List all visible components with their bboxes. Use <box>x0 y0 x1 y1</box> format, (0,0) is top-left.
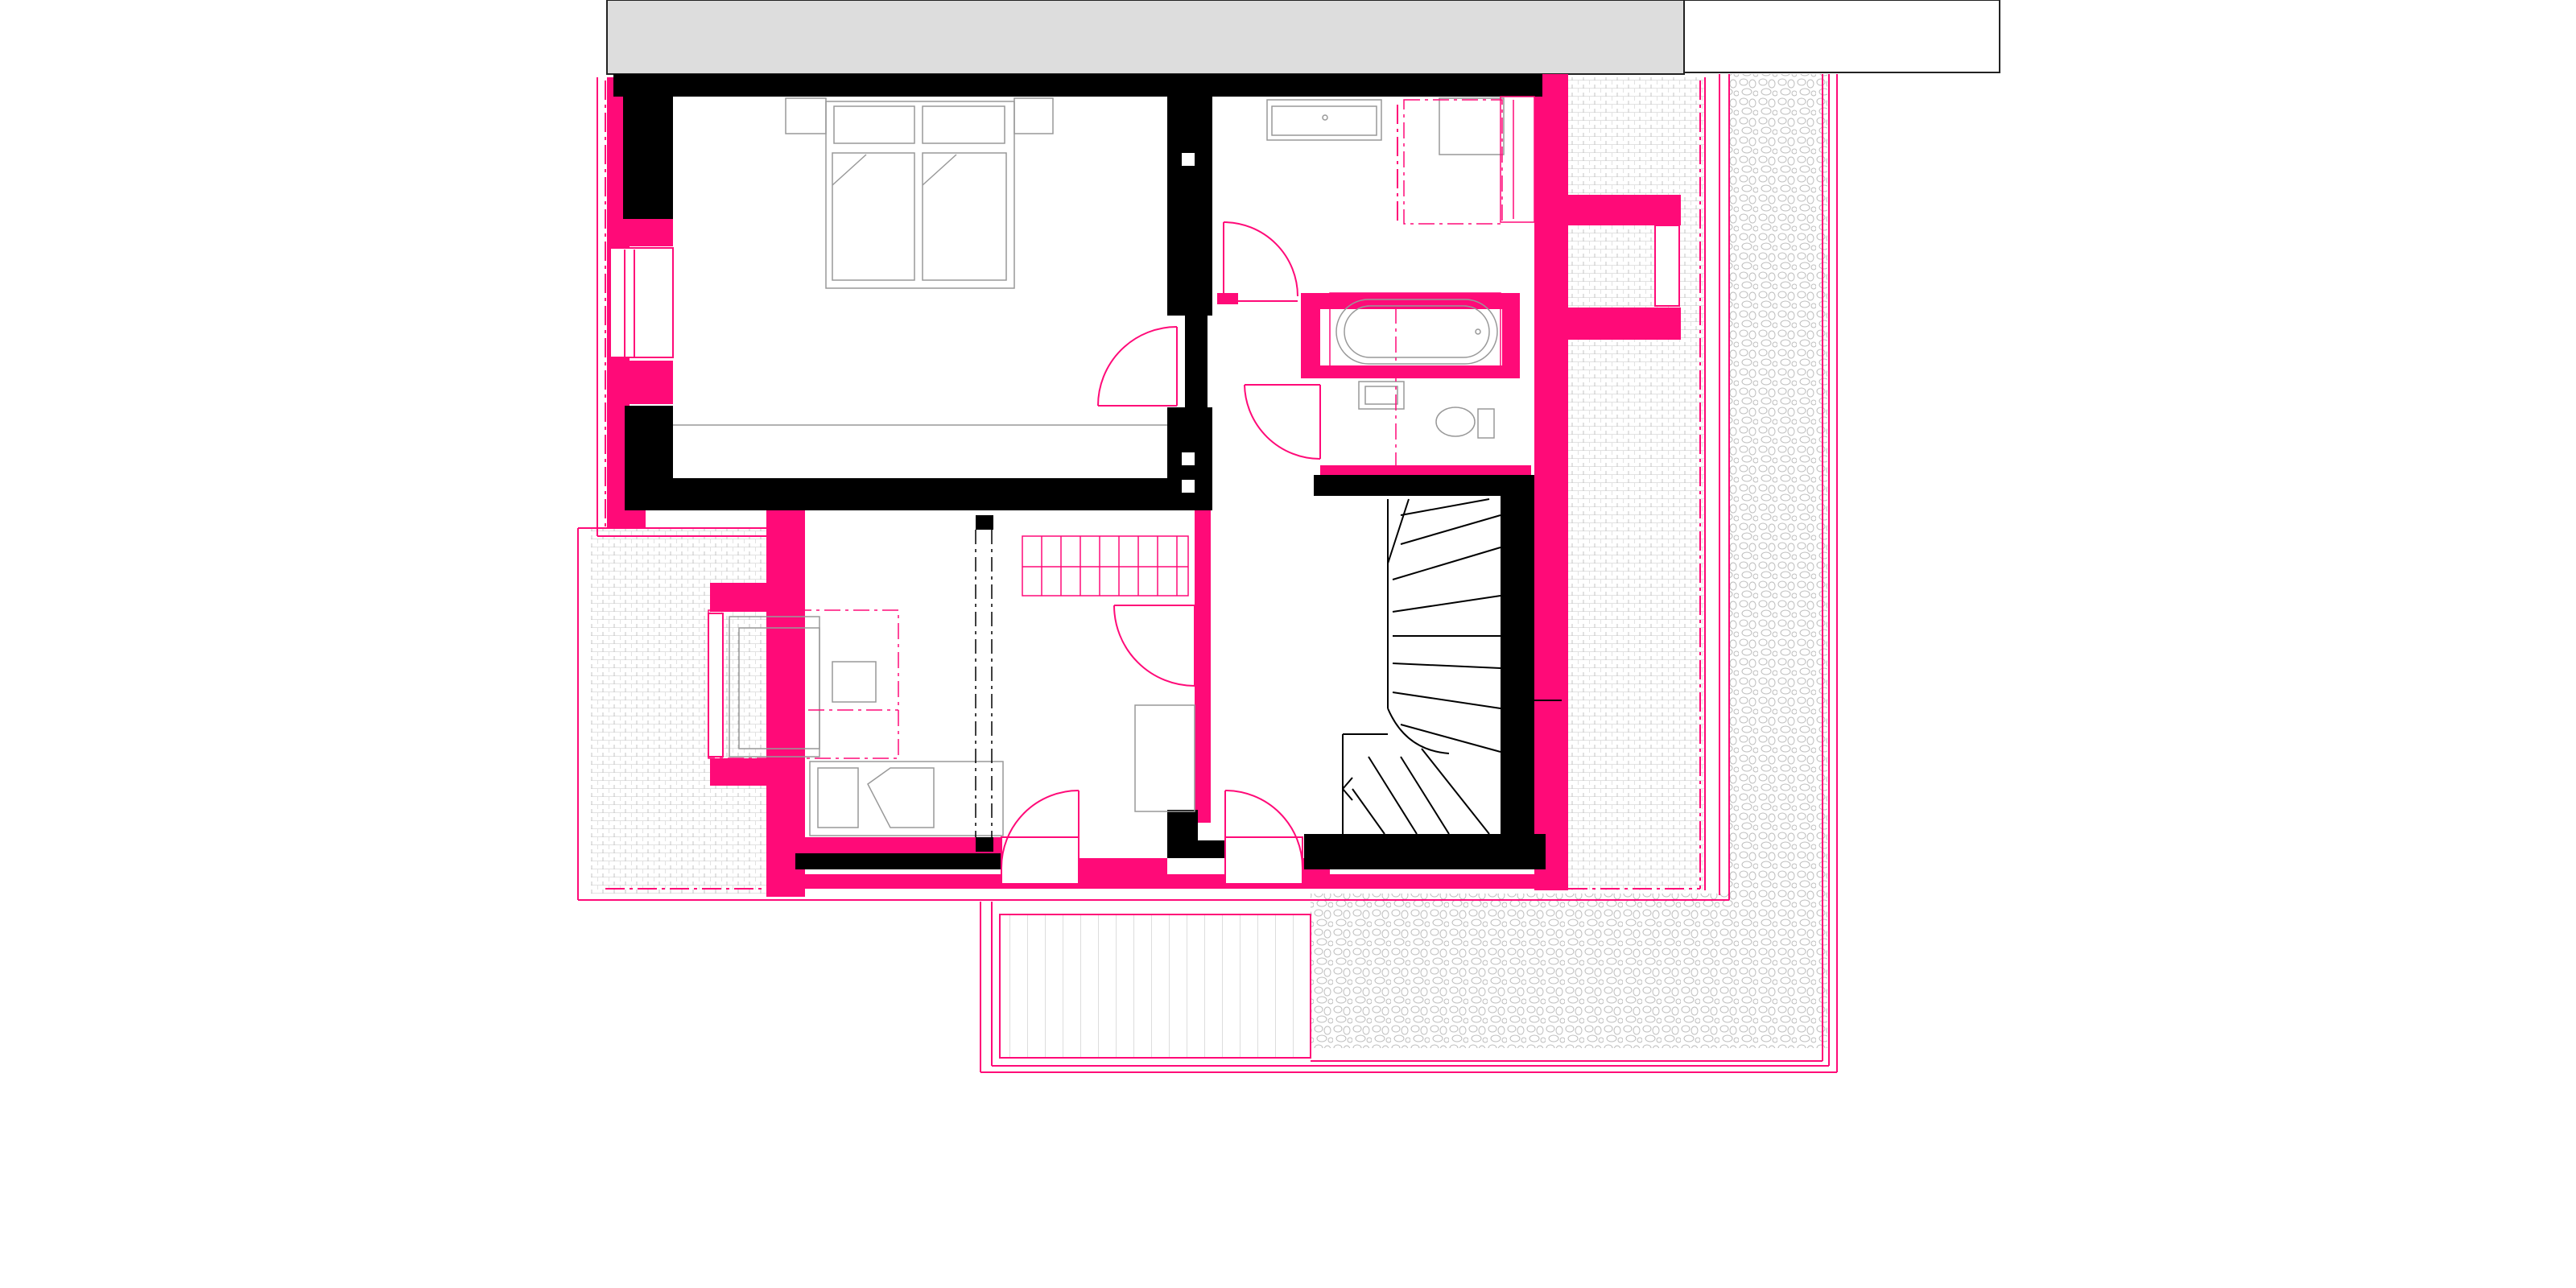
staircase <box>1342 498 1562 835</box>
dash-dot-lines <box>605 80 1701 901</box>
double-bed <box>825 101 1015 289</box>
toilet <box>1435 407 1476 437</box>
bathroom-fixtures <box>1266 97 1505 439</box>
neighbor-roof <box>606 0 2000 75</box>
wall-openings <box>1182 153 1195 493</box>
side-table <box>832 661 877 703</box>
door-bathroom-lower <box>1244 384 1321 460</box>
study-outlines <box>708 535 1189 759</box>
bathroom-outlines <box>1329 96 1535 465</box>
door-bedroom <box>1097 326 1178 407</box>
nightstand <box>1013 97 1054 134</box>
washbasin <box>1358 381 1405 410</box>
balcony-deck <box>999 914 1311 1059</box>
gravel-roof-south <box>1311 894 1729 1048</box>
beam-lines <box>975 530 993 837</box>
door-study <box>1113 605 1195 687</box>
sink <box>1266 99 1382 141</box>
bathtub <box>1335 299 1498 365</box>
study-furniture <box>729 616 1195 836</box>
windows <box>609 225 1680 758</box>
door-balcony-right <box>1224 790 1303 885</box>
door-bathroom-upper <box>1223 221 1298 302</box>
bench <box>809 761 1004 836</box>
gravel-roof-east <box>1729 74 1827 1048</box>
attic-stair <box>1022 535 1189 597</box>
bedroom-furniture <box>673 97 1167 426</box>
nightstand <box>785 97 827 134</box>
existing-walls <box>613 74 1546 869</box>
doors <box>1001 221 1321 885</box>
eave-lines <box>577 74 1838 1073</box>
door-balcony-left <box>1001 790 1080 885</box>
